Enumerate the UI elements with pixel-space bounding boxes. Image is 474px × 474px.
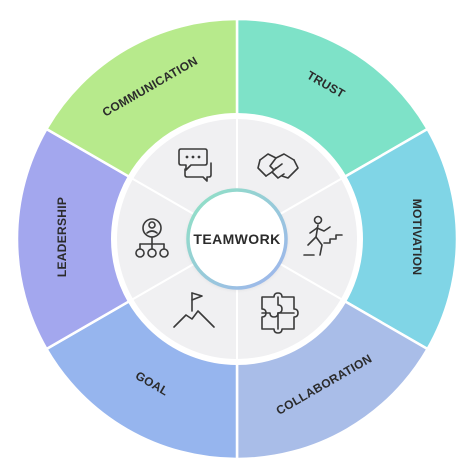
ring-separator bbox=[111, 113, 363, 365]
chat-bubbles-icon bbox=[178, 148, 212, 182]
org-chart-icon bbox=[135, 218, 169, 258]
puzzle-icon bbox=[261, 292, 299, 334]
mountain-flag-icon bbox=[173, 292, 215, 328]
center-circle bbox=[188, 190, 286, 288]
center-label: TEAMWORK bbox=[193, 231, 280, 247]
running-stairs-icon bbox=[303, 215, 343, 256]
center-hub: TEAMWORK bbox=[186, 188, 288, 290]
segment-label-motivation: MOTIVATION bbox=[410, 199, 424, 276]
handshake-icon bbox=[257, 153, 299, 179]
center-gradient-ring bbox=[186, 188, 288, 290]
segment-label-leadership: LEADERSHIP bbox=[55, 197, 69, 277]
